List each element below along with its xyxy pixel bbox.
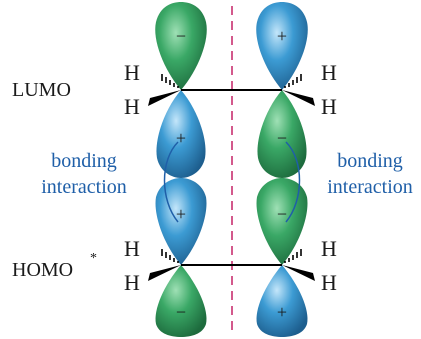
homo-right-top-sign: − [277, 204, 287, 224]
homo-label: HOMO [12, 259, 73, 281]
lumo-right-h-bottom: H [321, 94, 337, 119]
left-interaction-word: interaction [41, 176, 127, 198]
homo-right-top-lobe [256, 178, 308, 265]
lumo-right-hashed-bond [284, 74, 302, 88]
homo-right-hashed-bond [284, 249, 302, 263]
lumo-left-wedge-bond [148, 90, 181, 106]
homo-left-h-bottom: H [124, 270, 140, 295]
homo-left-top-sign: + [176, 204, 186, 224]
lumo-right-top-lobe [256, 2, 308, 90]
homo-right-wedge-bond [282, 265, 315, 281]
lumo-left-hashed-bond [161, 74, 179, 88]
homo-right-h-bottom: H [321, 270, 337, 295]
right-bonding-word: bonding [337, 150, 403, 172]
homo-left-h-top: H [124, 236, 140, 261]
homo-right-bottom-lobe [256, 265, 308, 337]
homo-left-top-lobe [155, 178, 207, 265]
homo-superscript: * [90, 251, 97, 266]
lumo-right-top-sign: + [277, 26, 287, 46]
lumo-right-bottom-lobe [257, 90, 307, 178]
homo-left-bottom-lobe [155, 265, 207, 337]
homo-right-h-top: H [321, 236, 337, 261]
homo-right-bottom-sign: + [277, 302, 287, 322]
lumo-left-bottom-sign: + [176, 128, 186, 148]
lumo-left-top-lobe [155, 2, 207, 90]
lumo-right-bottom-sign: − [277, 128, 287, 148]
lumo-right-h-top: H [321, 60, 337, 85]
right-interaction-word: interaction [327, 176, 413, 198]
lumo-right-wedge-bond [282, 90, 315, 106]
left-bonding-arc [163, 141, 179, 223]
lumo-left-h-top: H [124, 60, 140, 85]
homo-left-wedge-bond [148, 265, 181, 281]
lumo-left-h-bottom: H [124, 94, 140, 119]
right-bonding-arc [285, 141, 301, 223]
homo-left-hashed-bond [161, 249, 179, 263]
lumo-left-top-sign: − [176, 26, 186, 46]
homo-left-bottom-sign: − [176, 302, 186, 322]
left-bonding-word: bonding [51, 150, 117, 172]
lumo-label: LUMO [12, 79, 71, 101]
